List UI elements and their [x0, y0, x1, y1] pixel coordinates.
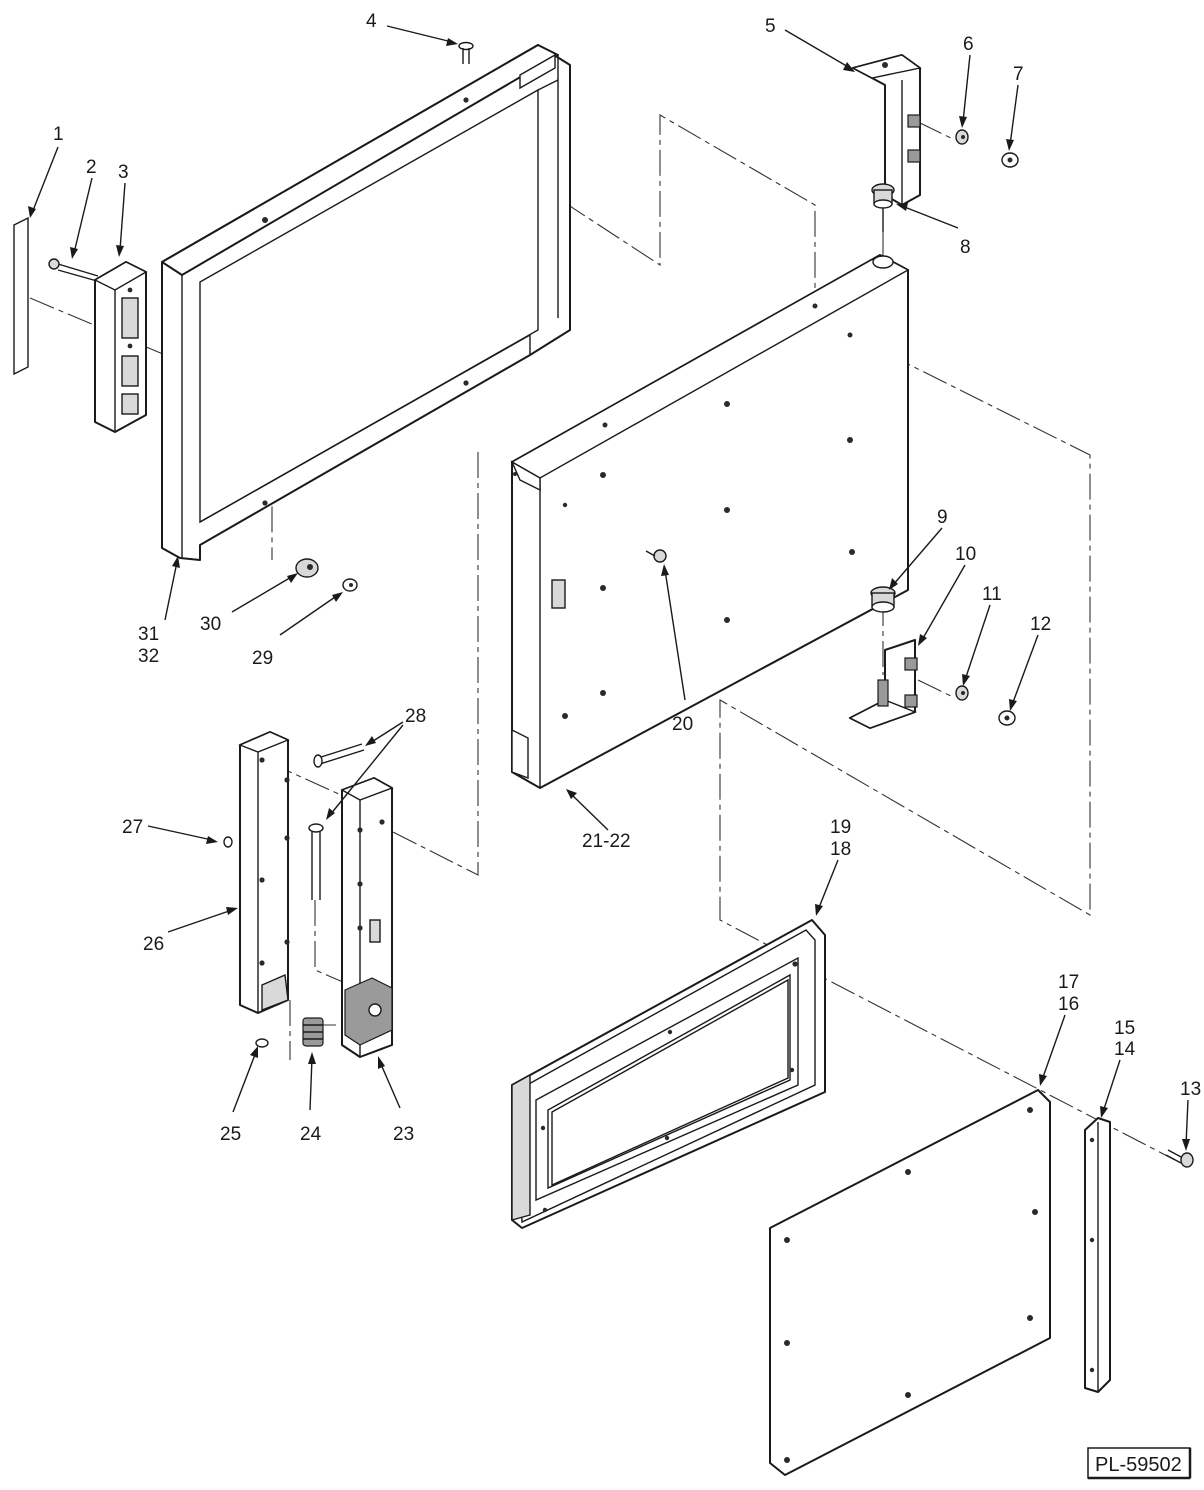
screw-20: [645, 549, 667, 563]
callout-24: 24: [300, 1124, 322, 1145]
callout-31: 31: [138, 624, 159, 645]
callout-10: 10: [955, 544, 976, 565]
callout-26: 26: [143, 934, 164, 955]
bushing-8: [871, 183, 895, 209]
handle-block-3: [93, 261, 148, 433]
callout-21-22: 21-22: [582, 831, 631, 852]
clip-25: [255, 1038, 269, 1048]
washer-11: [955, 685, 969, 701]
drawing-number-box: PL-59502: [1087, 1447, 1192, 1480]
callout-3: 3: [118, 162, 129, 183]
spacer-30: [295, 558, 319, 578]
strip-14-15: [1084, 1117, 1111, 1393]
callout-28: 28: [405, 706, 426, 727]
callout-9: 9: [937, 507, 948, 528]
callout-27: 27: [122, 817, 143, 838]
callout-12: 12: [1030, 614, 1051, 635]
clip-27: [223, 836, 233, 848]
callout-6: 6: [963, 34, 974, 55]
latch-rail-26: [238, 731, 290, 1014]
drawing-number: PL-59502: [1095, 1454, 1182, 1476]
washer-6: [955, 129, 969, 145]
callout-11: 11: [982, 584, 1002, 605]
callout-30: 30: [200, 614, 221, 635]
pin-28: [308, 743, 365, 900]
latch-rail-23: [340, 777, 394, 1058]
leader-lines: [28, 25, 1190, 1151]
callout-20: 20: [672, 714, 693, 735]
callout-19: 19: [830, 817, 851, 838]
callout-2: 2: [86, 157, 97, 178]
gasket-frame-18-19: [511, 919, 826, 1229]
nut-12: [998, 710, 1016, 726]
nut-29: [342, 578, 358, 592]
callout-15: 15: [1114, 1018, 1135, 1039]
callout-23: 23: [393, 1124, 414, 1145]
callout-29: 29: [252, 648, 273, 669]
callout-8: 8: [960, 237, 971, 258]
bezel-frame-31-32: [161, 44, 571, 561]
bushing-9: [870, 586, 896, 613]
callout-1: 1: [53, 124, 64, 145]
nut-7: [1001, 152, 1019, 168]
screw-13: [1165, 1149, 1194, 1168]
screw-4: [458, 41, 474, 64]
cover-plate-16-17: [769, 1089, 1051, 1476]
callout-13: 13: [1180, 1079, 1201, 1100]
callout-4: 4: [366, 11, 377, 32]
callout-16: 16: [1058, 994, 1079, 1015]
callout-5: 5: [765, 16, 776, 37]
label-strip-1: [13, 216, 29, 376]
callout-labels: 1 2 3 4 5 6 7 8 9 10 11 12 13 14 15 16 1…: [53, 11, 1201, 1145]
callout-32: 32: [138, 646, 159, 667]
callout-25: 25: [220, 1124, 241, 1145]
main-panel-21-22: [510, 254, 910, 789]
callout-14: 14: [1114, 1039, 1136, 1060]
hinge-bracket-10: [848, 639, 918, 729]
callout-17: 17: [1058, 972, 1079, 993]
callout-7: 7: [1013, 64, 1024, 85]
callout-18: 18: [830, 839, 851, 860]
spring-24: [302, 1017, 324, 1047]
screw-2: [48, 258, 99, 282]
